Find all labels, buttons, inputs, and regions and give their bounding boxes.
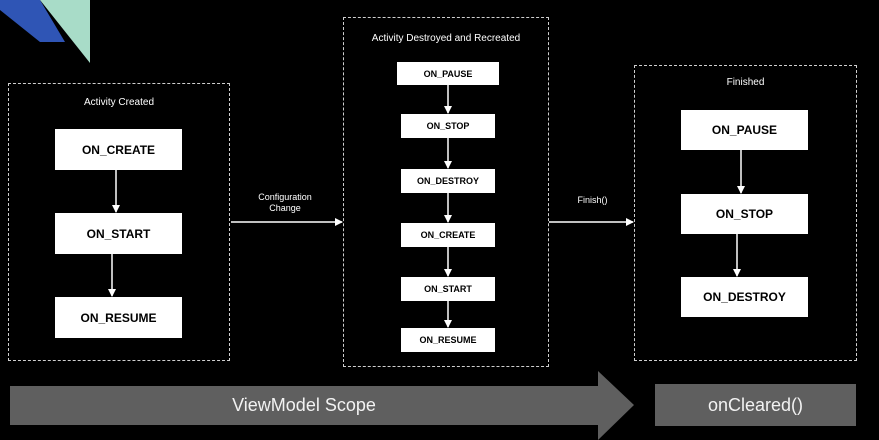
corner-teal-shape bbox=[40, 0, 90, 63]
activity-recreated-group: Activity Destroyed and Recreated bbox=[343, 17, 549, 367]
state-on-start-2: ON_START bbox=[401, 277, 495, 301]
oncleared-box bbox=[655, 384, 856, 426]
state-on-destroy-3: ON_DESTROY bbox=[681, 277, 808, 317]
state-on-stop-3: ON_STOP bbox=[681, 194, 808, 234]
state-on-create: ON_CREATE bbox=[55, 129, 182, 170]
activity-recreated-title: Activity Destroyed and Recreated bbox=[371, 33, 521, 44]
finished-group: Finished bbox=[634, 65, 857, 361]
state-on-pause-3: ON_PAUSE bbox=[681, 110, 808, 150]
viewmodel-scope-label: ViewModel Scope bbox=[232, 395, 376, 415]
config-change-line-2: Change bbox=[269, 203, 301, 213]
state-on-start: ON_START bbox=[55, 213, 182, 254]
state-on-resume: ON_RESUME bbox=[55, 297, 182, 338]
viewmodel-scope-arrow bbox=[10, 371, 634, 440]
state-on-stop-2: ON_STOP bbox=[401, 114, 495, 138]
oncleared-label: onCleared() bbox=[707, 394, 804, 415]
state-on-destroy-2: ON_DESTROY bbox=[401, 169, 495, 193]
finish-label: Finish() bbox=[577, 195, 608, 205]
state-on-create-2: ON_CREATE bbox=[401, 223, 495, 247]
state-on-pause-2: ON_PAUSE bbox=[397, 62, 499, 85]
state-on-resume-2: ON_RESUME bbox=[401, 328, 495, 352]
corner-blue-shape bbox=[0, 0, 65, 42]
activity-created-group: Activity Created bbox=[8, 83, 230, 361]
config-change-label: Configuration Change bbox=[240, 192, 330, 214]
config-change-line-1: Configuration bbox=[258, 192, 312, 202]
finished-title: Finished bbox=[726, 77, 765, 88]
activity-created-title: Activity Created bbox=[83, 97, 155, 108]
